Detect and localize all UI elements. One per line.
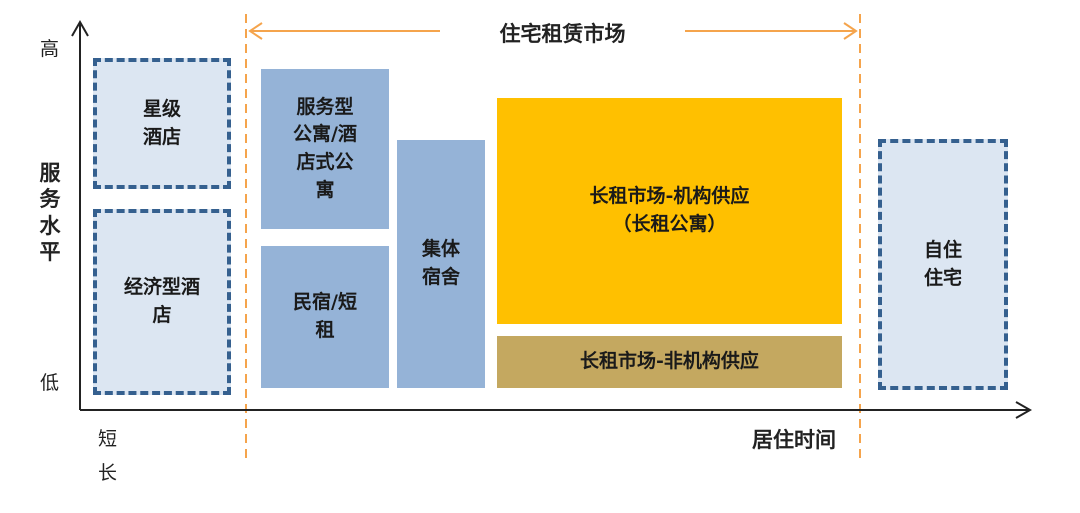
homestay-box: 民宿/短 租 — [261, 246, 389, 388]
homestay-label: 民宿/短 租 — [293, 291, 357, 341]
y-axis-high-label: 高 — [40, 38, 60, 60]
serviced-apartment-label: 服务型 公寓/酒 店式公 寓 — [293, 95, 357, 201]
budget-hotel-label: 经济型酒 店 — [123, 276, 200, 326]
serviced-apartment-box: 服务型 公寓/酒 店式公 寓 — [261, 69, 389, 229]
star-hotel-box: 星级 酒店 — [93, 58, 231, 189]
dormitory-box: 集体 宿舍 — [397, 140, 485, 388]
dormitory-label: 集体 宿舍 — [421, 238, 460, 288]
market-header: 住宅租赁市场 — [499, 21, 626, 46]
y-axis-low-label: 低 — [40, 372, 60, 394]
x-axis-title: 居住时间 — [752, 427, 836, 452]
budget-hotel-box: 经济型酒 店 — [93, 209, 231, 395]
long-rent-non-institutional-label: 长租市场-非机构供应 — [580, 350, 759, 373]
star-hotel-label: 星级 酒店 — [142, 97, 181, 148]
owner-occupied-label: 自住 住宅 — [923, 238, 962, 289]
long-rent-institutional-box: 长租市场-机构供应 （长租公寓） — [497, 98, 842, 324]
x-axis-short-label: 短 — [98, 428, 118, 450]
y-axis-title: 服务水平 — [39, 160, 61, 264]
owner-occupied-box: 自住 住宅 — [878, 139, 1008, 390]
long-rent-institutional-label: 长租市场-机构供应 （长租公寓） — [589, 185, 750, 235]
long-rent-non-institutional-box: 长租市场-非机构供应 — [497, 336, 842, 388]
x-axis-long-label: 长 — [98, 462, 118, 484]
